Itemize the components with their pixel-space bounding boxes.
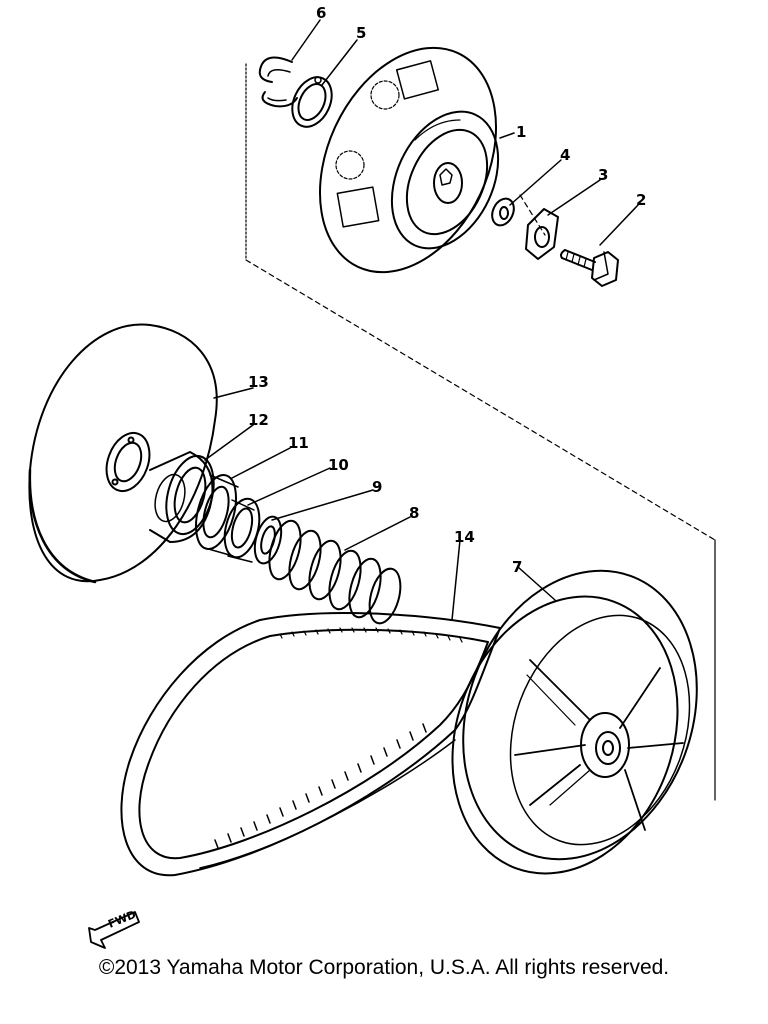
part-12-bearing (149, 451, 215, 543)
fwd-direction-arrow: FWD (88, 908, 140, 949)
callout-10: 10 (328, 456, 349, 474)
callout-6: 6 (316, 4, 326, 22)
part-9-inner-collar (253, 515, 283, 565)
part-8-spring (268, 519, 402, 625)
callout-1: 1 (516, 123, 526, 141)
assembly-frame (245, 63, 716, 801)
callout-2: 2 (636, 191, 646, 209)
callout-11: 11 (288, 434, 309, 452)
part-3-lock-plate (525, 208, 559, 260)
part-10-spring-seat (223, 497, 261, 563)
fwd-label: FWD (106, 908, 138, 931)
part-11-collar (195, 474, 239, 557)
part-6-clip (258, 56, 298, 108)
part-5-snap-ring (291, 76, 333, 128)
callout-14: 14 (454, 528, 475, 546)
callout-13: 13 (248, 373, 269, 391)
part-7-secondary-sheave (451, 569, 698, 875)
callout-9: 9 (372, 478, 382, 496)
leader-lines (204, 19, 639, 621)
callout-8: 8 (409, 504, 419, 522)
callout-7: 7 (512, 558, 522, 576)
callout-5: 5 (356, 24, 366, 42)
part-13-sheave-disc (28, 323, 218, 584)
callout-4: 4 (560, 146, 570, 164)
part-4-washer (491, 197, 515, 227)
part-2-bolt (560, 249, 619, 287)
callout-numbers: 6 5 1 4 3 2 13 12 11 10 9 8 14 7 (248, 4, 646, 576)
callout-12: 12 (248, 411, 269, 429)
part-14-drive-belt (120, 612, 501, 877)
copyright-notice: ©2013 Yamaha Motor Corporation, U.S.A. A… (98, 956, 670, 979)
part-1-primary-sheave (319, 46, 500, 274)
exploded-parts-diagram: FWD 6 5 1 4 3 2 13 12 11 10 9 8 14 7 (28, 4, 716, 949)
callout-3: 3 (598, 166, 608, 184)
